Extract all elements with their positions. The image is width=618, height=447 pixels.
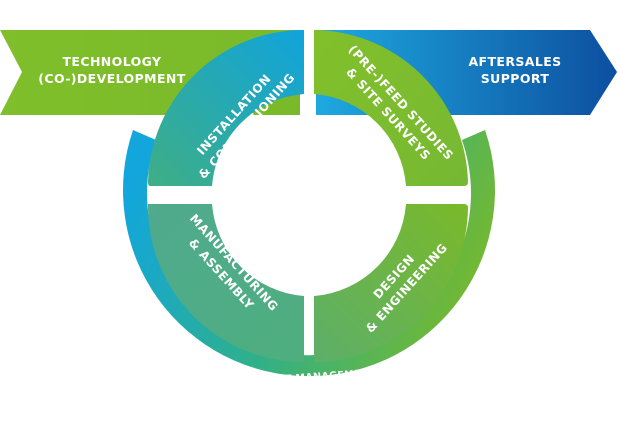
segment-feed-studies-site-surveys — [314, 30, 468, 186]
left-banner-line1: TECHNOLOGY — [63, 54, 163, 69]
segment-installation-commissioning — [148, 30, 304, 186]
right-banner-line2: SUPPORT — [481, 71, 550, 86]
segment-manufacturing-assembly — [148, 204, 304, 362]
right-banner-line1: AFTERSALES — [468, 54, 561, 69]
left-banner-line2: (CO-)DEVELOPMENT — [38, 71, 186, 86]
segment-design-engineering — [314, 204, 468, 362]
